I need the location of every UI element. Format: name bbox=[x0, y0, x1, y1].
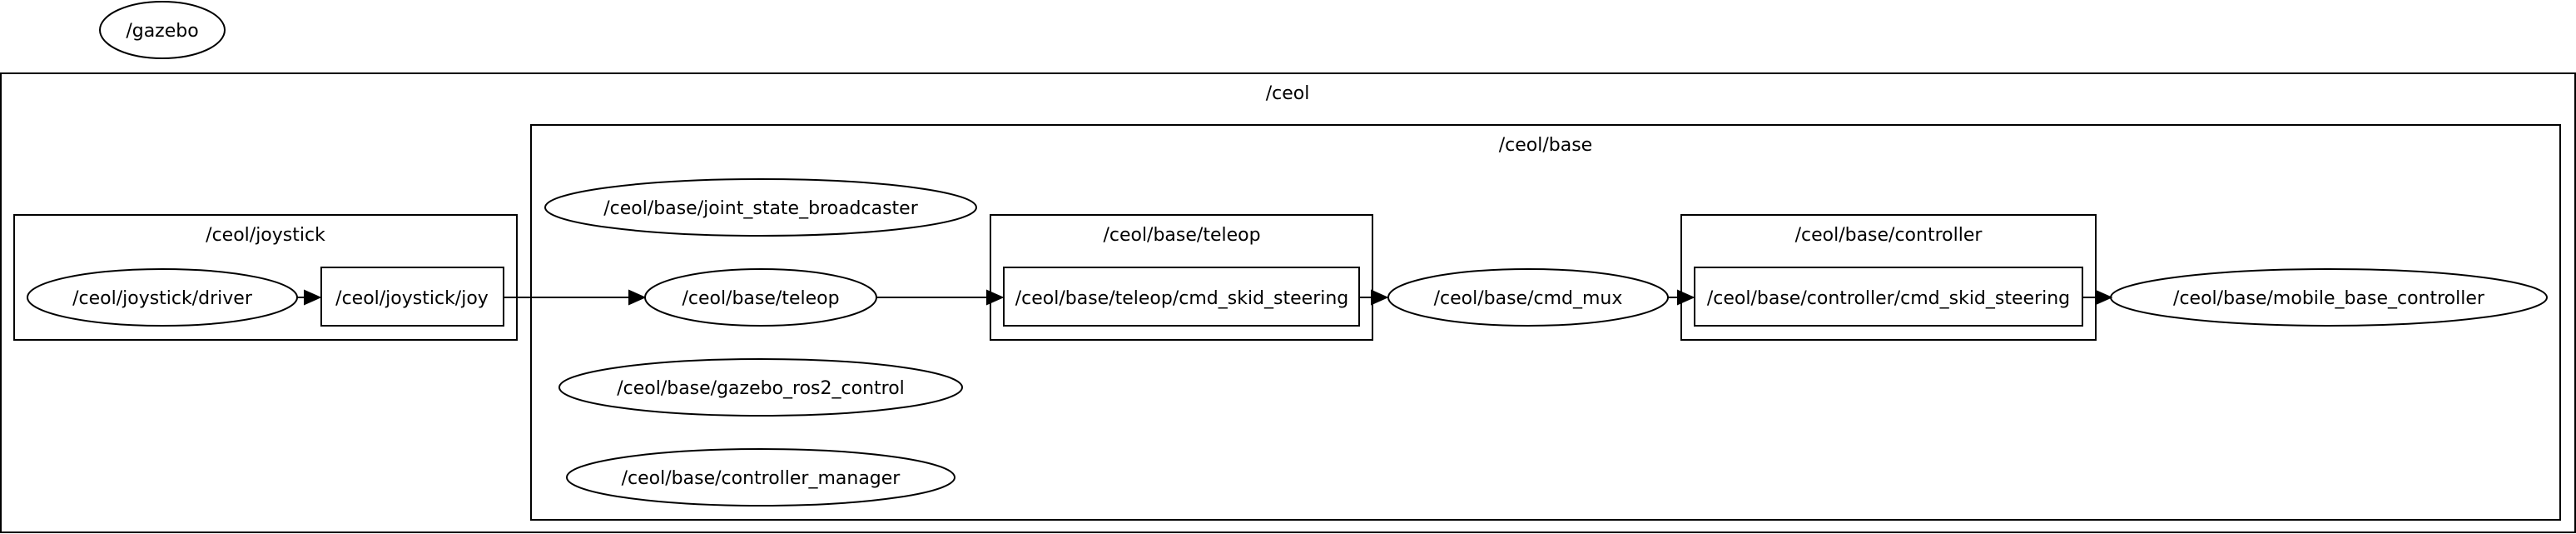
cluster-joystick-label: /ceol/joystick bbox=[206, 225, 325, 246]
cluster-base-frame bbox=[530, 124, 2561, 521]
node-gazebo-ros2-control-label: /ceol/base/gazebo_ros2_control bbox=[617, 378, 905, 399]
edge-teleop-cmd-to-cmd-mux bbox=[1359, 289, 1389, 306]
cluster-ceol-frame bbox=[0, 72, 2576, 533]
node-joystick-joy-label: /ceol/joystick/joy bbox=[335, 288, 489, 309]
node-controller-cmd-skid-steering[interactable]: /ceol/base/controller/cmd_skid_steering bbox=[1694, 267, 2083, 327]
cluster-controller-frame bbox=[1680, 214, 2097, 341]
cluster-ceol-label: /ceol bbox=[1266, 83, 1310, 104]
cluster-ceol-joystick: /ceol/joystick bbox=[13, 214, 518, 341]
node-mobile-base-controller-label: /ceol/base/mobile_base_controller bbox=[2173, 288, 2485, 309]
edge-joy-to-base-teleop bbox=[504, 289, 647, 306]
cluster-base-label: /ceol/base bbox=[1499, 135, 1592, 156]
node-controller-manager[interactable]: /ceol/base/controller_manager bbox=[566, 448, 955, 507]
node-gazebo[interactable]: /gazebo bbox=[99, 1, 226, 59]
edge-driver-to-joy-arrowhead bbox=[304, 289, 322, 306]
edge-teleop-cmd-to-cmd-mux-arrowhead bbox=[1371, 289, 1389, 306]
node-cmd-mux[interactable]: /ceol/base/cmd_mux bbox=[1387, 268, 1669, 327]
node-controller-cmd-skid-steering-label: /ceol/base/controller/cmd_skid_steering bbox=[1707, 288, 2070, 309]
edge-driver-to-joy bbox=[297, 289, 322, 306]
node-cmd-mux-label: /ceol/base/cmd_mux bbox=[1434, 288, 1623, 309]
node-base-teleop[interactable]: /ceol/base/teleop bbox=[644, 268, 877, 327]
node-joystick-driver[interactable]: /ceol/joystick/driver bbox=[27, 268, 298, 327]
cluster-ceol: /ceol bbox=[0, 72, 2576, 533]
edge-joy-to-base-teleop-arrowhead bbox=[628, 289, 647, 306]
cluster-ceol-base-teleop: /ceol/base/teleop bbox=[990, 214, 1373, 341]
edge-cmd-mux-to-controller-cmd bbox=[1668, 289, 1695, 306]
cluster-teleop-frame bbox=[990, 214, 1373, 341]
node-controller-manager-shape bbox=[566, 448, 955, 507]
edge-controller-cmd-to-mobile-base bbox=[2082, 289, 2113, 306]
node-teleop-cmd-skid-steering-label: /ceol/base/teleop/cmd_skid_steering bbox=[1015, 288, 1349, 309]
node-joint-state-broadcaster-label: /ceol/base/joint_state_broadcaster bbox=[603, 198, 919, 219]
node-gazebo-ros2-control-shape bbox=[558, 358, 963, 417]
node-teleop-cmd-skid-steering[interactable]: /ceol/base/teleop/cmd_skid_steering bbox=[1003, 267, 1360, 327]
node-controller-manager-label: /ceol/base/controller_manager bbox=[622, 468, 901, 489]
node-mobile-base-controller[interactable]: /ceol/base/mobile_base_controller bbox=[2110, 268, 2548, 327]
cluster-teleop-label: /ceol/base/teleop bbox=[1103, 225, 1260, 246]
cluster-ceol-base-controller: /ceol/base/controller bbox=[1680, 214, 2097, 341]
node-joint-state-broadcaster-shape bbox=[544, 178, 977, 237]
node-joystick-joy[interactable]: /ceol/joystick/joy bbox=[320, 267, 504, 327]
edge-base-teleop-to-teleop-cmd-arrowhead bbox=[986, 289, 1005, 306]
edge-cmd-mux-to-controller-cmd-arrowhead bbox=[1677, 289, 1695, 306]
node-base-teleop-label: /ceol/base/teleop bbox=[682, 288, 839, 309]
node-gazebo-ros2-control[interactable]: /ceol/base/gazebo_ros2_control bbox=[558, 358, 963, 417]
edge-base-teleop-to-teleop-cmd bbox=[876, 289, 1005, 306]
cluster-joystick-frame bbox=[13, 214, 518, 341]
node-gazebo-shape bbox=[99, 1, 226, 59]
cluster-ceol-base: /ceol/base bbox=[530, 124, 2561, 521]
node-joint-state-broadcaster[interactable]: /ceol/base/joint_state_broadcaster bbox=[544, 178, 977, 237]
node-joystick-driver-label: /ceol/joystick/driver bbox=[72, 288, 253, 309]
cluster-controller-label: /ceol/base/controller bbox=[1795, 225, 1983, 246]
node-gazebo-label: /gazebo bbox=[126, 21, 198, 42]
edge-controller-cmd-to-mobile-base-arrowhead bbox=[2095, 289, 2113, 306]
